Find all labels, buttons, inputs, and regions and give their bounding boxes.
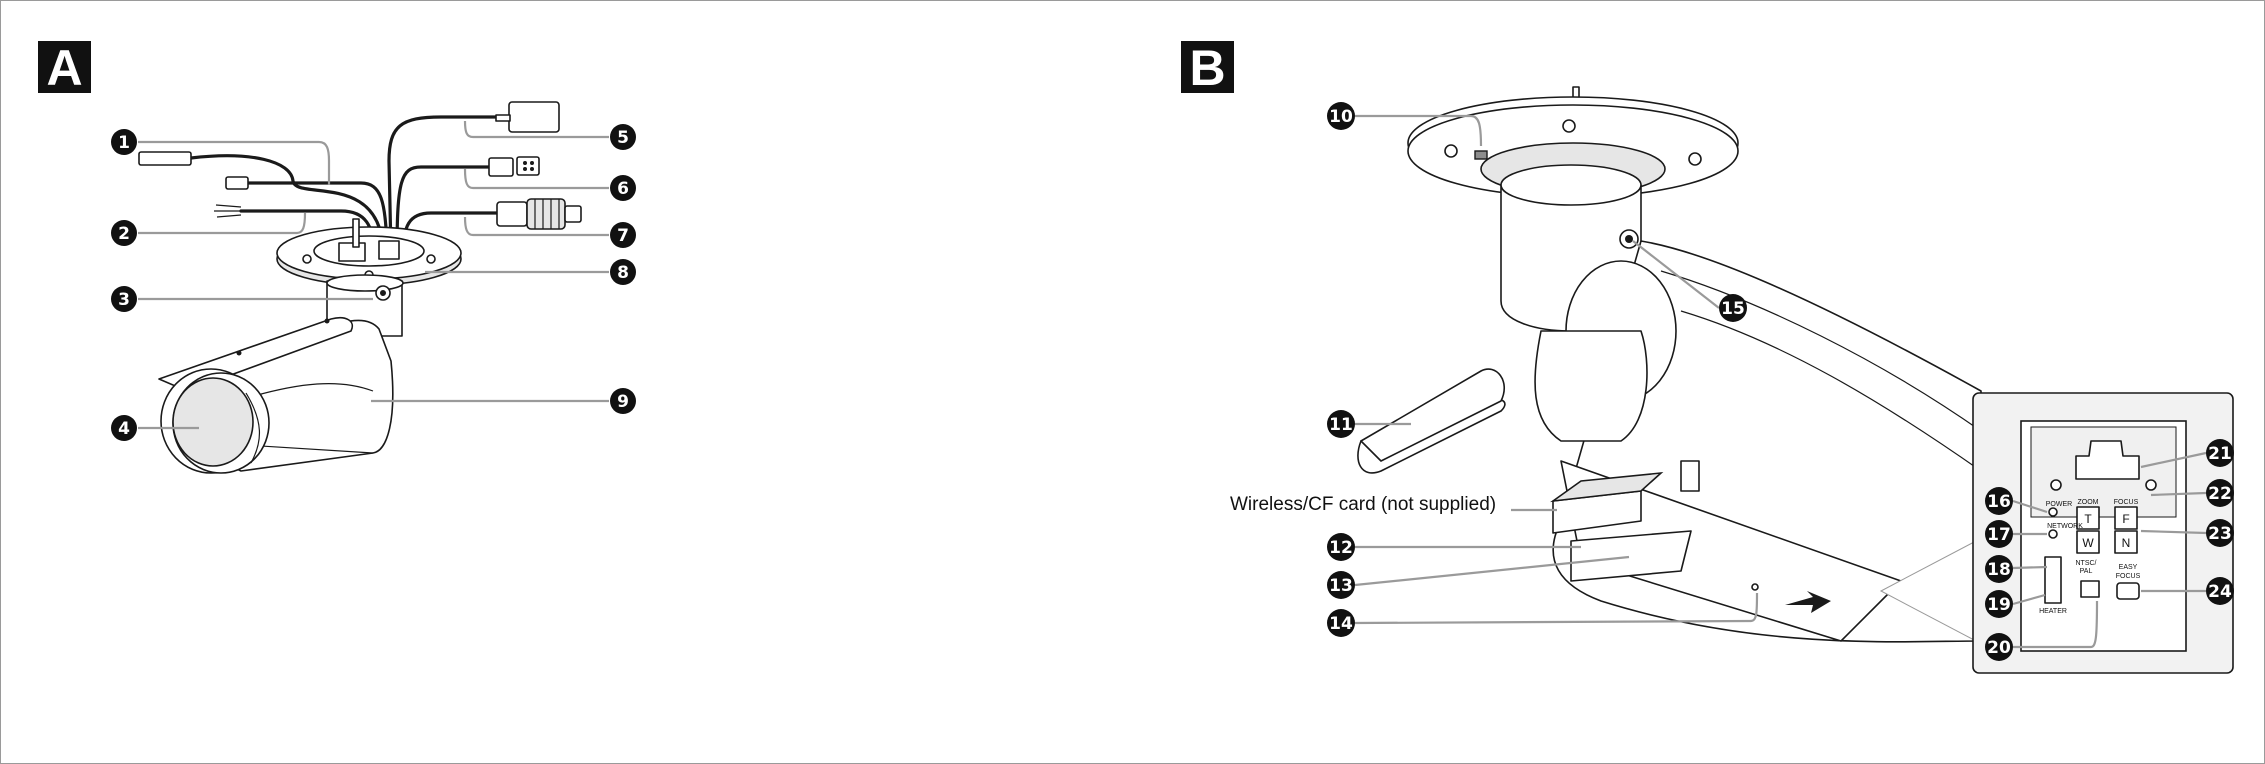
panel-a-badge bbox=[38, 41, 91, 93]
panel-a-leaders bbox=[138, 120, 609, 430]
callout-4: 4 bbox=[111, 415, 137, 441]
svg-text:21: 21 bbox=[2208, 444, 2232, 464]
callout-11: 11 bbox=[1327, 410, 1355, 438]
camera-a-connectors bbox=[138, 101, 582, 230]
svg-text:19: 19 bbox=[1987, 595, 2011, 615]
svg-text:15: 15 bbox=[1721, 299, 1745, 319]
svg-text:24: 24 bbox=[2208, 582, 2232, 602]
svg-text:14: 14 bbox=[1329, 614, 1353, 634]
svg-text:12: 12 bbox=[1329, 538, 1353, 558]
panel-b-badge bbox=[1181, 41, 1234, 93]
label-power: POWER bbox=[2046, 501, 2072, 508]
panel-b-letter: B bbox=[1189, 40, 1225, 96]
svg-text:10: 10 bbox=[1329, 107, 1353, 127]
camera-a-body bbox=[158, 274, 404, 474]
wireless-card-caption: Wireless/CF card (not supplied) bbox=[1230, 494, 1496, 515]
callout-5: 5 bbox=[610, 124, 636, 150]
svg-text:5: 5 bbox=[617, 128, 629, 148]
callout-9: 9 bbox=[610, 388, 636, 414]
label-pal: PAL bbox=[2080, 568, 2093, 575]
camera-b-ceiling-mount bbox=[1407, 86, 1739, 332]
label-easy: EASY bbox=[2119, 564, 2138, 571]
callout-8: 8 bbox=[610, 259, 636, 285]
panel-b-leaders bbox=[1354, 114, 2207, 649]
callout-19: 19 bbox=[1985, 590, 2013, 618]
svg-text:17: 17 bbox=[1987, 525, 2011, 545]
callout-22: 22 bbox=[2206, 479, 2234, 507]
callout-2: 2 bbox=[111, 220, 137, 246]
svg-text:23: 23 bbox=[2208, 524, 2232, 544]
callout-21: 21 bbox=[2206, 439, 2234, 467]
callout-23: 23 bbox=[2206, 519, 2234, 547]
callout-13: 13 bbox=[1327, 571, 1355, 599]
label-heater: HEATER bbox=[2039, 608, 2067, 615]
label-network: NETWORK bbox=[2047, 523, 2083, 530]
svg-text:7: 7 bbox=[617, 226, 629, 246]
callout-15: 15 bbox=[1719, 294, 1747, 322]
callout-12: 12 bbox=[1327, 533, 1355, 561]
label-btn-f: F bbox=[2122, 512, 2129, 526]
camera-b-inset: POWER NETWORK NTSC/ PAL HEATER ZOOM FOCU… bbox=[1972, 392, 2234, 674]
svg-text:11: 11 bbox=[1329, 415, 1353, 435]
callout-24: 24 bbox=[2206, 577, 2234, 605]
callout-3: 3 bbox=[111, 286, 137, 312]
panel-a: A bbox=[38, 40, 636, 474]
svg-text:4: 4 bbox=[118, 419, 130, 439]
callout-14: 14 bbox=[1327, 609, 1355, 637]
svg-text:6: 6 bbox=[617, 179, 629, 199]
callout-7: 7 bbox=[610, 222, 636, 248]
callout-10: 10 bbox=[1327, 102, 1355, 130]
svg-text:18: 18 bbox=[1987, 560, 2011, 580]
panel-a-letter: A bbox=[46, 40, 82, 96]
camera-b-housing bbox=[1357, 240, 1982, 643]
svg-text:2: 2 bbox=[118, 224, 130, 244]
camera-a-mount-plate bbox=[276, 218, 462, 286]
label-focus: FOCUS bbox=[2114, 499, 2139, 506]
svg-text:20: 20 bbox=[1987, 638, 2011, 658]
label-zoom: ZOOM bbox=[2078, 499, 2099, 506]
callout-1: 1 bbox=[111, 129, 137, 155]
svg-text:13: 13 bbox=[1329, 576, 1353, 596]
svg-text:16: 16 bbox=[1987, 492, 2011, 512]
label-ntsc: NTSC/ bbox=[2076, 560, 2097, 567]
panel-b-callouts: 10 11 12 13 14 15 16 17 18 19 20 21 22 2… bbox=[1327, 102, 2234, 661]
svg-text:9: 9 bbox=[617, 392, 629, 412]
callout-20: 20 bbox=[1985, 633, 2013, 661]
svg-text:8: 8 bbox=[617, 263, 629, 283]
svg-text:22: 22 bbox=[2208, 484, 2232, 504]
label-btn-t: T bbox=[2084, 512, 2092, 526]
panel-b: B bbox=[1181, 40, 2234, 674]
panel-a-callouts: 1 2 3 4 5 6 7 8 9 bbox=[111, 124, 636, 441]
label-easy-focus: FOCUS bbox=[2116, 573, 2141, 580]
svg-text:1: 1 bbox=[118, 133, 130, 153]
camera-a-cables bbox=[189, 115, 513, 257]
callout-18: 18 bbox=[1985, 555, 2013, 583]
label-btn-n: N bbox=[2122, 536, 2131, 550]
svg-text:3: 3 bbox=[118, 290, 130, 310]
callout-16: 16 bbox=[1985, 487, 2013, 515]
callout-17: 17 bbox=[1985, 520, 2013, 548]
label-btn-w: W bbox=[2082, 536, 2094, 550]
callout-6: 6 bbox=[610, 175, 636, 201]
